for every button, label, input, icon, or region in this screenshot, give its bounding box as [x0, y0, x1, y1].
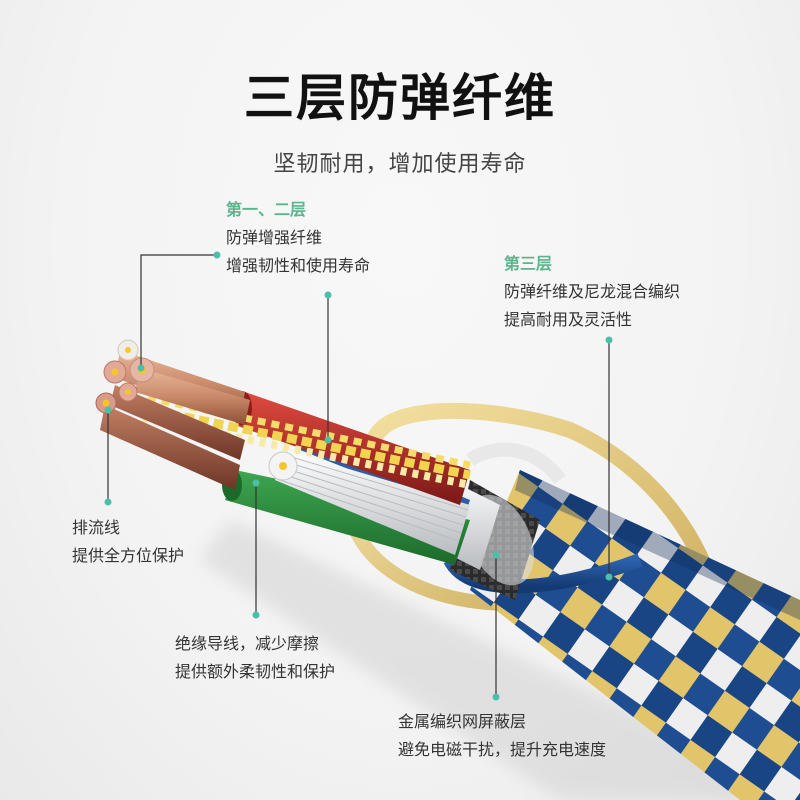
callout-text: 提供全方位保护: [72, 546, 185, 565]
callout-text: 绝缘导线，减少摩擦: [175, 634, 320, 653]
callout-text: 避免电磁干扰，提升充电速度: [398, 740, 607, 759]
callout-layer-1-2: 第一、二层 防弹增强纤维 增强韧性和使用寿命: [226, 196, 370, 280]
callout-text: 增强韧性和使用寿命: [226, 256, 371, 275]
callout-insulated-wire: 绝缘导线，减少摩擦 提供额外柔韧性和保护: [175, 630, 335, 686]
callout-text: 金属编织网屏蔽层: [398, 712, 527, 731]
callout-text: 防弹纤维及尼龙混合编织: [504, 282, 681, 301]
callout-text: 提供额外柔韧性和保护: [175, 662, 336, 681]
callout-text: 排流线: [72, 518, 121, 537]
callout-metal-shield: 金属编织网屏蔽层 避免电磁干扰，提升充电速度: [398, 708, 606, 764]
callout-heading: 第一、二层: [226, 200, 307, 219]
callout-drain-wire: 排流线 提供全方位保护: [72, 514, 184, 570]
page-subtitle: 坚韧耐用，增加使用寿命: [273, 152, 527, 177]
callout-heading: 第三层: [504, 254, 553, 273]
callout-layer-3: 第三层 防弹纤维及尼龙混合编织 提高耐用及灵活性: [504, 250, 680, 334]
leader-lines: [107, 254, 610, 697]
callout-dots: [104, 251, 613, 701]
page-title: 三层防弹纤维: [244, 69, 556, 127]
callout-text: 防弹增强纤维: [226, 228, 323, 247]
callout-text: 提高耐用及灵活性: [504, 310, 633, 329]
